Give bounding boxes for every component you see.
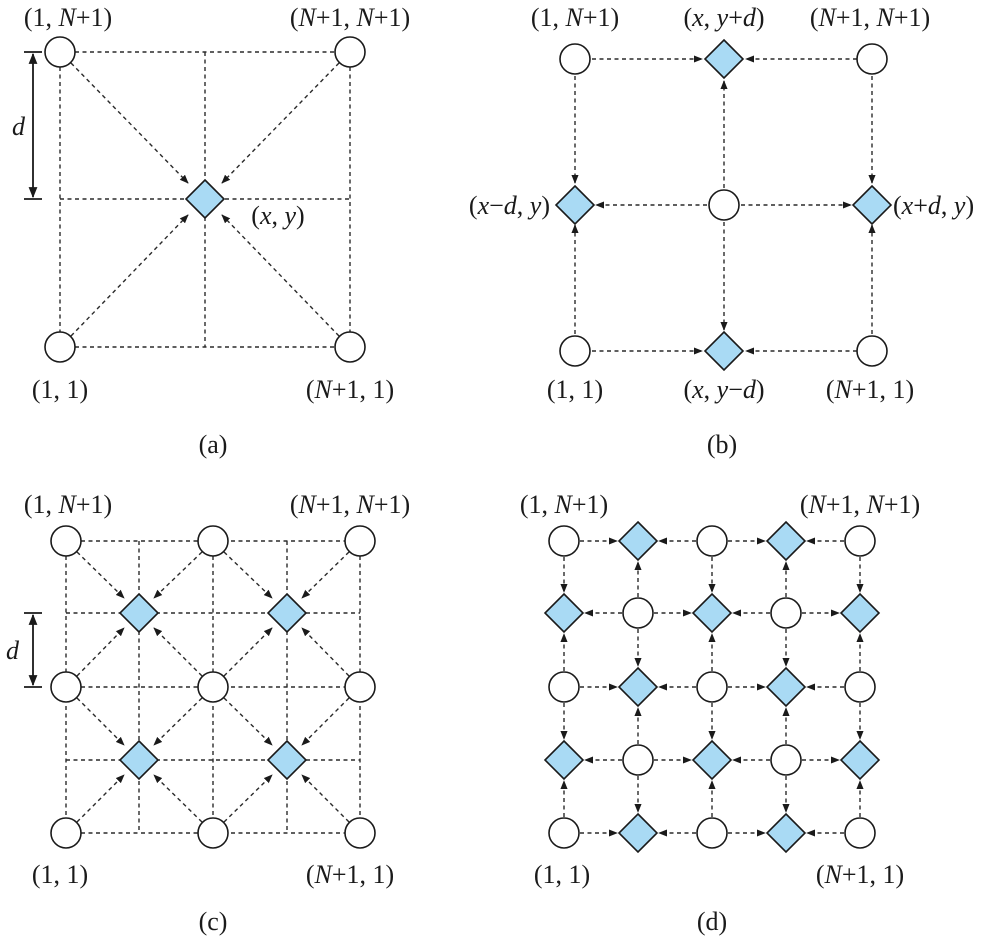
panel-c: d (1, N+1) (N+1, N+1) (1, 1) (N+1, 1) (c…: [6, 490, 410, 936]
lattice-diamond: [543, 739, 585, 781]
diamond-left: [554, 184, 596, 226]
lattice-diamond: [691, 592, 733, 634]
grid-node: [197, 817, 229, 849]
label-top-right: (N+1, N+1): [290, 490, 410, 519]
corner-node: [856, 43, 888, 75]
label-left-mid: (x−d, y): [469, 191, 550, 220]
label-bottom-right: (N+1, 1): [826, 375, 914, 404]
grid-node: [344, 525, 376, 557]
caption-a: (a): [199, 430, 228, 459]
diamond-right: [851, 184, 893, 226]
lattice-diamond: [617, 666, 659, 708]
grid-node: [50, 525, 82, 557]
lattice-diamond: [839, 592, 881, 634]
panel-d: (1, N+1) (N+1, N+1) (1, 1) (N+1, 1) (d): [520, 490, 920, 936]
diamond-top: [703, 38, 745, 80]
lattice-diamond: [617, 812, 659, 854]
grid-diamond: [118, 739, 160, 781]
label-bottom-left: (1, 1): [534, 860, 590, 889]
label-center: (x, y): [251, 201, 304, 230]
lattice-node: [770, 597, 802, 629]
lattice-diamond: [617, 520, 659, 562]
panel-a-arrows: [70, 62, 340, 337]
label-bottom-right: (N+1, 1): [306, 375, 394, 404]
lattice-node: [696, 671, 728, 703]
lattice-diamond: [543, 592, 585, 634]
label-bottom-left: (1, 1): [32, 860, 88, 889]
grid-diamond: [266, 739, 308, 781]
lattice-diamond: [691, 739, 733, 781]
lattice-diamond: [765, 812, 807, 854]
panel-c-arrows: [76, 551, 350, 823]
grid-node: [50, 671, 82, 703]
grid-node: [50, 817, 82, 849]
lattice-node: [770, 744, 802, 776]
panel-a-spacing-marker: d: [12, 51, 42, 200]
corner-node: [559, 43, 591, 75]
panel-b-arrows: [571, 55, 876, 355]
label-top-left: (1, N+1): [520, 490, 608, 519]
panel-d-arrows: [560, 537, 864, 837]
label-bottom-right: (N+1, 1): [306, 860, 394, 889]
corner-node: [559, 335, 591, 367]
grid-node: [197, 671, 229, 703]
label-bottom-right: (N+1, 1): [816, 860, 904, 889]
label-top-left: (1, N+1): [531, 3, 619, 32]
lattice-node: [696, 817, 728, 849]
lattice-node: [548, 817, 580, 849]
center-diamond: [184, 178, 226, 220]
lattice-node: [844, 817, 876, 849]
caption-d: (d): [697, 907, 727, 936]
panel-a: d (1, N+1) (N+1, N+1) (1, 1) (N+1, 1) (x…: [12, 3, 410, 459]
lattice-node: [844, 671, 876, 703]
lattice-node: [548, 671, 580, 703]
corner-node: [334, 331, 366, 363]
corner-node: [334, 36, 366, 68]
lattice-node: [844, 525, 876, 557]
center-node: [708, 189, 740, 221]
panel-c-spacing-marker: d: [6, 612, 42, 688]
label-top-left: (1, N+1): [24, 490, 112, 519]
caption-b: (b): [707, 430, 737, 459]
corner-node: [44, 36, 76, 68]
label-top-right: (N+1, N+1): [800, 490, 920, 519]
lattice-node: [548, 525, 580, 557]
spacing-label: d: [12, 112, 26, 141]
grid-node: [197, 525, 229, 557]
label-bottom-mid: (x, y−d): [683, 375, 764, 404]
lattice-diamond: [765, 520, 807, 562]
lattice-node: [696, 525, 728, 557]
panel-b: (1, N+1) (N+1, N+1) (x, y+d) (1, 1) (N+1…: [469, 3, 974, 459]
label-bottom-left: (1, 1): [547, 375, 603, 404]
grid-node: [344, 671, 376, 703]
grid-diamond: [118, 592, 160, 634]
label-top-right: (N+1, N+1): [290, 3, 410, 32]
grid-diamond: [266, 592, 308, 634]
diamond-bottom: [703, 330, 745, 372]
label-top-left: (1, N+1): [24, 3, 112, 32]
label-top-right: (N+1, N+1): [810, 3, 930, 32]
label-top-mid: (x, y+d): [683, 3, 764, 32]
panel-d-nodes: [543, 520, 881, 854]
lattice-node: [622, 597, 654, 629]
corner-node: [44, 331, 76, 363]
spacing-label: d: [6, 636, 20, 665]
label-right-mid: (x+d, y): [893, 191, 974, 220]
grid-node: [344, 817, 376, 849]
label-bottom-left: (1, 1): [32, 375, 88, 404]
caption-c: (c): [199, 907, 228, 936]
lattice-diamond: [839, 739, 881, 781]
lattice-node: [622, 744, 654, 776]
lattice-diamond: [765, 666, 807, 708]
corner-node: [856, 335, 888, 367]
